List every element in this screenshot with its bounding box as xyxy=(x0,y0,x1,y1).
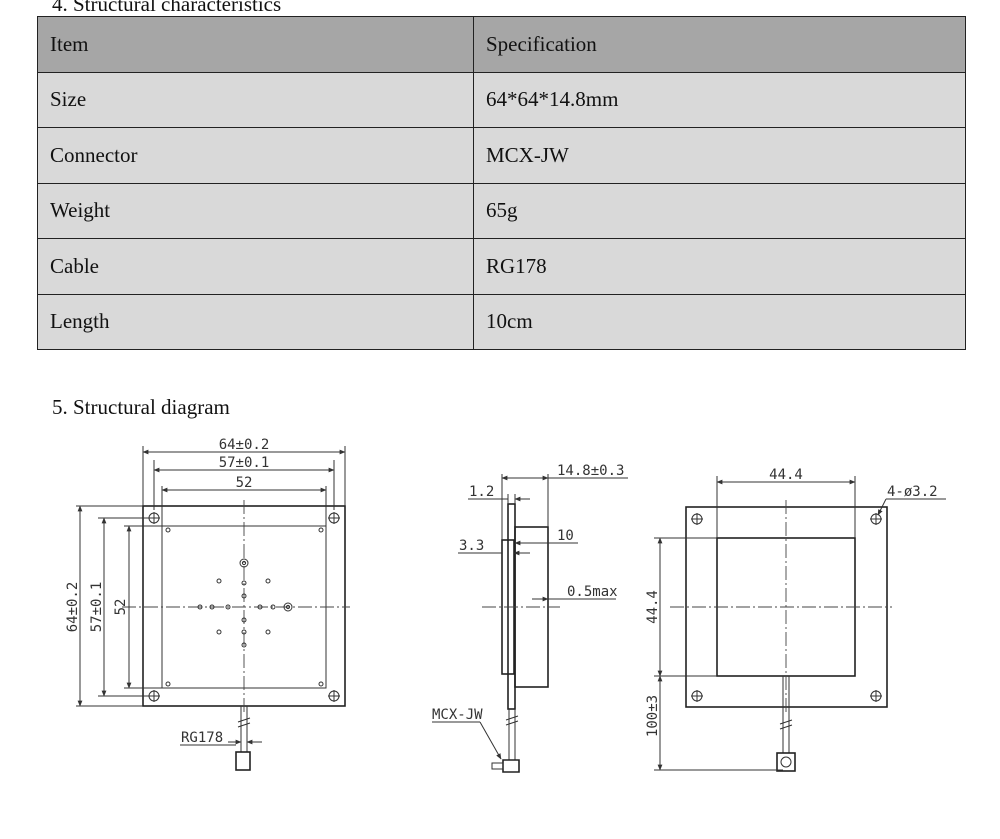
table-row: Length 10cm xyxy=(37,293,966,350)
column-header-item: Item xyxy=(37,16,474,73)
cell-item: Weight xyxy=(37,182,474,239)
structural-diagram: 64±0.2 57±0.1 52 64±0.2 57±0.1 52 RG178 … xyxy=(65,437,946,773)
front-outer-width-label: 64±0.2 xyxy=(219,437,270,453)
holes-label: 4-ø3.2 xyxy=(887,484,938,500)
back-view: 44.4 4-ø3.2 44.4 100±3 xyxy=(645,467,946,772)
cell-item: Length xyxy=(37,293,474,350)
table-row: Connector MCX-JW xyxy=(37,127,966,184)
side-view: 14.8±0.3 1.2 3.3 10 0.5max MCX-JW xyxy=(432,463,628,773)
front-hole-spacing-label: 57±0.1 xyxy=(219,455,270,471)
mounting-hole-icon xyxy=(328,690,340,702)
cell-specification: MCX-JW xyxy=(473,127,966,184)
back-square-height-label: 44.4 xyxy=(645,590,661,624)
cell-item: Connector xyxy=(37,127,474,184)
mounting-hole-icon xyxy=(870,513,882,525)
connector-label: MCX-JW xyxy=(432,707,483,723)
mounting-hole-icon xyxy=(691,513,703,525)
cell-specification: 65g xyxy=(473,182,966,239)
table-row: Weight 65g xyxy=(37,182,966,239)
back-connector xyxy=(776,752,796,772)
front-inner-height-label: 52 xyxy=(113,599,129,616)
cell-specification: 64*64*14.8mm xyxy=(473,71,966,128)
cell-specification: RG178 xyxy=(473,238,966,295)
front-inner-width-label: 52 xyxy=(236,475,253,491)
mounting-hole-icon xyxy=(870,690,882,702)
side-base-thickness-label: 1.2 xyxy=(469,484,494,500)
mounting-hole-icon xyxy=(328,512,340,524)
section-4-heading: 4. Structural characteristics xyxy=(52,0,282,16)
side-total-thickness-label: 14.8±0.3 xyxy=(557,463,624,479)
side-ground-thickness-label: 3.3 xyxy=(459,538,484,554)
structural-characteristics-table: Item Specification Size 64*64*14.8mm Con… xyxy=(37,16,966,350)
back-square-width-label: 44.4 xyxy=(769,467,803,483)
cable-label: RG178 xyxy=(181,730,223,746)
cable-length-label: 100±3 xyxy=(645,695,661,737)
cell-item: Cable xyxy=(37,238,474,295)
front-hole-spacing-v-label: 57±0.1 xyxy=(89,582,105,633)
cell-item: Size xyxy=(37,71,474,128)
section-5-heading: 5. Structural diagram xyxy=(52,395,230,419)
side-patch-height-label: 10 xyxy=(557,528,574,544)
cell-specification: 10cm xyxy=(473,293,966,350)
side-tolerance-label: 0.5max xyxy=(567,584,618,600)
table-row: Cable RG178 xyxy=(37,238,966,295)
front-view: 64±0.2 57±0.1 52 64±0.2 57±0.1 52 RG178 xyxy=(65,437,350,771)
table-row: Size 64*64*14.8mm xyxy=(37,71,966,128)
mounting-hole-icon xyxy=(691,690,703,702)
front-connector xyxy=(235,751,251,771)
table-header-row: Item Specification xyxy=(37,16,966,73)
front-outer-height-label: 64±0.2 xyxy=(65,582,81,633)
column-header-specification: Specification xyxy=(473,16,966,73)
